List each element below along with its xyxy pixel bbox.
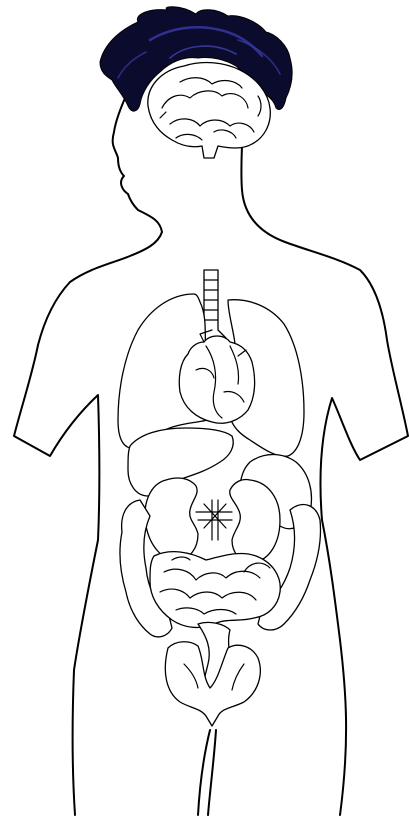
left-kidney: [145, 478, 198, 560]
brain: [148, 63, 270, 158]
small-intestine: [150, 552, 280, 628]
renal-vessels: [196, 500, 232, 540]
